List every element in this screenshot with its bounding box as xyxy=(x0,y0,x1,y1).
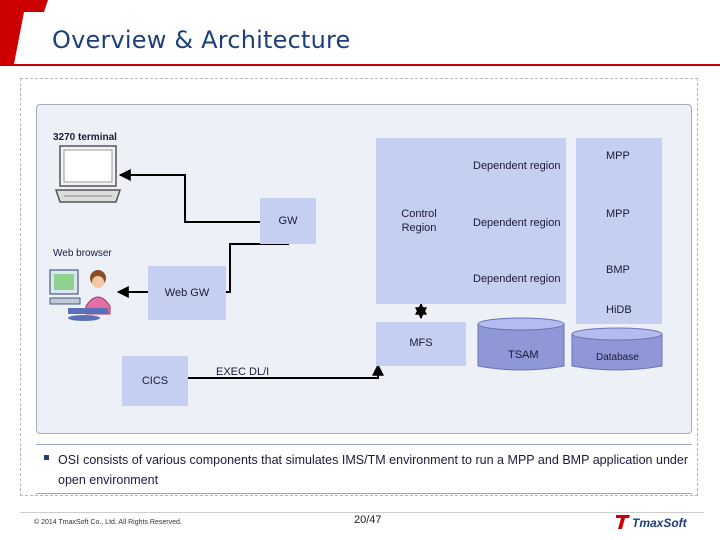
bullet-marker xyxy=(44,455,49,460)
page-title: Overview & Architecture xyxy=(52,26,351,54)
content-frame xyxy=(20,78,698,496)
tmaxsoft-logo: TmaxSoft xyxy=(616,515,688,530)
dependent-regions-column xyxy=(462,138,566,304)
dependent-region-3: Dependent region xyxy=(473,273,561,285)
terminal-label: 3270 terminal xyxy=(53,132,117,143)
note-box xyxy=(36,444,692,494)
cics-box: CICS xyxy=(122,356,188,406)
exec-dli-label: EXEC DL/I xyxy=(216,366,270,378)
terminal-icon xyxy=(54,145,122,203)
footer-copyright: © 2014 TmaxSoft Co., Ltd. All Rights Res… xyxy=(34,519,182,526)
title-rule xyxy=(0,64,720,66)
control-region-label: Control Region xyxy=(401,208,437,234)
footer-rule xyxy=(20,512,704,513)
cics-label: CICS xyxy=(141,375,169,387)
program-column xyxy=(576,138,662,324)
mfs-box: MFS xyxy=(376,322,466,366)
program-type-bmp: BMP xyxy=(606,264,630,276)
web-gw-label: Web GW xyxy=(164,287,210,299)
program-type-mpp-1: MPP xyxy=(606,150,630,162)
program-type-mpp-2: MPP xyxy=(606,208,630,220)
web-browser-label: Web browser xyxy=(53,248,112,259)
svg-text:TmaxSoft: TmaxSoft xyxy=(632,516,688,530)
web-user-icon xyxy=(49,269,111,321)
tsam-label: TSAM xyxy=(508,349,539,361)
brand-logo-mark xyxy=(0,0,48,64)
note-text: OSI consists of various components that … xyxy=(58,453,688,487)
mfs-label: MFS xyxy=(409,337,433,349)
gw-label: GW xyxy=(278,215,298,227)
database-cylinder xyxy=(571,327,663,371)
dependent-region-1: Dependent region xyxy=(473,160,561,172)
tsam-cylinder xyxy=(477,317,565,371)
web-gw-box: Web GW xyxy=(148,266,226,320)
gw-box: GW xyxy=(260,198,316,244)
control-region-box: Control Region xyxy=(376,138,462,304)
hidb-label: HiDB xyxy=(606,304,632,316)
dependent-region-2: Dependent region xyxy=(473,217,561,229)
database-label: Database xyxy=(596,352,639,363)
page-number: 20/47 xyxy=(354,514,382,526)
